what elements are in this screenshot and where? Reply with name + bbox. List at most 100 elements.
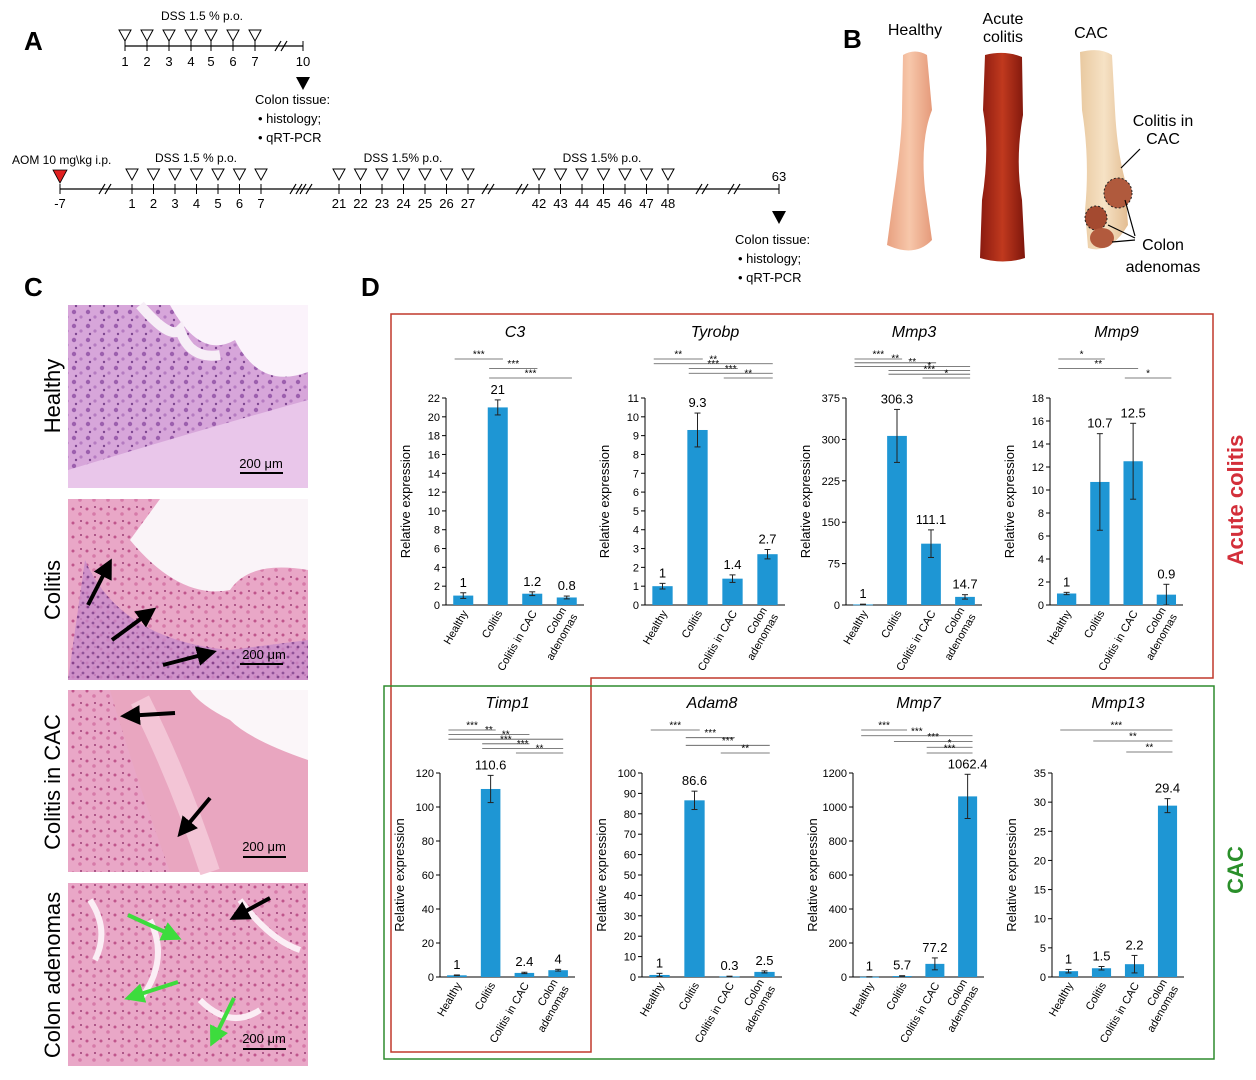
data-label: 1 — [656, 955, 663, 970]
panel-label-c: C — [24, 272, 43, 302]
scale-bar-label: 200 μm — [242, 647, 286, 662]
y-tick-label: 20 — [1034, 855, 1046, 867]
category-label: Colitis — [473, 980, 499, 1012]
dss-dose-marker — [353, 168, 368, 182]
y-tick-label: 50 — [624, 870, 636, 882]
aom-label: AOM 10 mg\kg i.p. — [12, 153, 111, 167]
y-tick-label: 3 — [633, 544, 639, 556]
y-tick-label: 20 — [624, 931, 636, 943]
cycle-1-label: DSS 1.5 % p.o. — [155, 151, 237, 165]
significance-label: * — [1080, 350, 1084, 361]
significance-label: *** — [473, 350, 485, 361]
y-tick-label: 6 — [434, 544, 440, 556]
dss-dose-marker — [125, 168, 139, 182]
dss-dose-marker — [211, 168, 225, 182]
y-tick-label: 7 — [633, 468, 639, 480]
significance-label: ** — [485, 725, 493, 736]
timeline-tick-label: 3 — [171, 196, 178, 211]
y-tick-label: 400 — [829, 904, 847, 916]
chart-title: Mmp7 — [896, 695, 942, 712]
panel-label-d: D — [361, 272, 380, 302]
y-axis-label: Relative expression — [805, 818, 820, 931]
y-tick-label: 1 — [633, 581, 639, 593]
bottom-end-note: Colon tissue: • histology; • qRT-PCR — [735, 232, 810, 285]
dss-dose-marker — [596, 168, 611, 182]
panel-c: Healthy Colitis Colitis in CAC Colon ade… — [40, 301, 308, 1066]
bar — [556, 597, 577, 605]
significance-label: ** — [744, 369, 752, 380]
significance-label: *** — [878, 721, 890, 732]
y-tick-label: 0 — [434, 600, 440, 612]
y-tick-label: 0 — [428, 972, 434, 984]
significance-label: *** — [466, 721, 478, 732]
y-tick-label: 10 — [627, 412, 639, 424]
annotation-arrow — [1124, 199, 1136, 237]
timeline-tick-label: 24 — [396, 196, 410, 211]
data-label: 1 — [1063, 574, 1070, 589]
histology-image-healthy — [68, 301, 308, 488]
timeline-tick-label: 4 — [193, 196, 200, 211]
dss-dose-marker — [162, 29, 176, 43]
annotation-colon-adenomas-line1: Colon — [1142, 237, 1184, 254]
category-label-text: Healthy — [641, 608, 670, 647]
bar — [1091, 968, 1112, 977]
timeline-tick-label: 27 — [461, 196, 475, 211]
y-tick-label: 6 — [633, 487, 639, 499]
y-tick-label: 12 — [428, 487, 440, 499]
y-tick-label: 60 — [624, 850, 636, 862]
dss-dose-marker — [639, 168, 654, 182]
histology-image-colon-adenomas — [68, 883, 308, 1066]
bar — [652, 586, 673, 605]
bar — [548, 970, 568, 977]
y-tick-label: 10 — [1032, 485, 1044, 497]
category-label: Healthy — [842, 608, 871, 647]
axis-break — [481, 183, 489, 195]
y-tick-label: 10 — [1034, 914, 1046, 926]
timeline-tick-label: 6 — [229, 54, 236, 69]
scale-bar-label: 200 μm — [239, 456, 283, 471]
category-label: Colitis — [677, 980, 703, 1012]
annotation-arrow — [1120, 148, 1141, 169]
y-tick-label: 300 — [822, 434, 840, 446]
timeline-tick-label: 45 — [596, 196, 610, 211]
data-label: 110.6 — [475, 757, 507, 772]
histology-arrow — [162, 646, 217, 667]
dss-dose-marker — [332, 168, 346, 182]
dss-dose-marker — [168, 168, 182, 182]
significance-label: *** — [517, 739, 529, 750]
data-label: 0.8 — [558, 578, 576, 593]
bar — [447, 975, 467, 977]
y-tick-label: 40 — [422, 904, 434, 916]
data-label: 21 — [491, 382, 505, 397]
y-tick-label: 0 — [834, 600, 840, 612]
category-label: Healthy — [848, 980, 877, 1019]
data-label: 86.6 — [682, 773, 707, 788]
dss-dose-marker — [461, 168, 475, 182]
category-label-text: Colitis — [1082, 608, 1108, 640]
y-tick-label: 10 — [428, 506, 440, 518]
category-label-text: Healthy — [1047, 980, 1076, 1019]
significance-label: *** — [927, 732, 939, 743]
bottom-end-note-line: • qRT-PCR — [738, 270, 802, 285]
histology-row-label: Colitis — [40, 560, 65, 620]
y-tick-label: 20 — [422, 938, 434, 950]
data-label: 1 — [866, 959, 873, 974]
timeline-tick-label: 44 — [575, 196, 589, 211]
scale-bar-label: 200 μm — [242, 1031, 286, 1046]
bar — [687, 429, 708, 605]
axis-break — [733, 183, 741, 195]
bar — [757, 554, 778, 605]
scale-bar: 200 μm — [242, 1031, 286, 1050]
colon-col-acute-line2: colitis — [983, 29, 1023, 46]
y-tick-label: 15 — [1034, 885, 1046, 897]
axis-break — [289, 183, 297, 195]
y-tick-label: 150 — [822, 517, 840, 529]
y-tick-label: 100 — [416, 802, 434, 814]
data-label: 0.3 — [720, 958, 738, 973]
axis-break — [274, 40, 282, 52]
